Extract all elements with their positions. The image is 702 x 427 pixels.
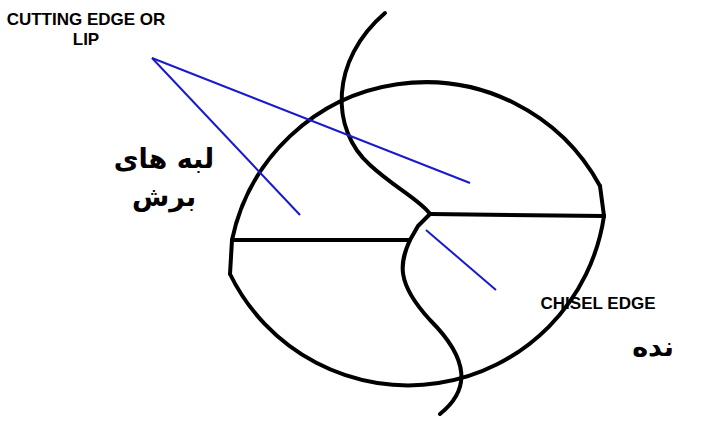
margin-flat [230, 240, 232, 274]
cutting-lip [430, 214, 604, 216]
part-label: CHISEL EDGE [500, 294, 696, 314]
leader-line [426, 230, 496, 290]
margin-flat [600, 186, 604, 216]
flute-edge [403, 240, 462, 414]
part-label: نده [610, 328, 696, 366]
part-label: لبه های برش [112, 140, 216, 216]
flute-edge [342, 13, 430, 214]
part-label: CUTTING EDGE OR LIP [6, 10, 166, 49]
cutting-lip [232, 238, 410, 242]
chisel-edge [410, 214, 430, 240]
